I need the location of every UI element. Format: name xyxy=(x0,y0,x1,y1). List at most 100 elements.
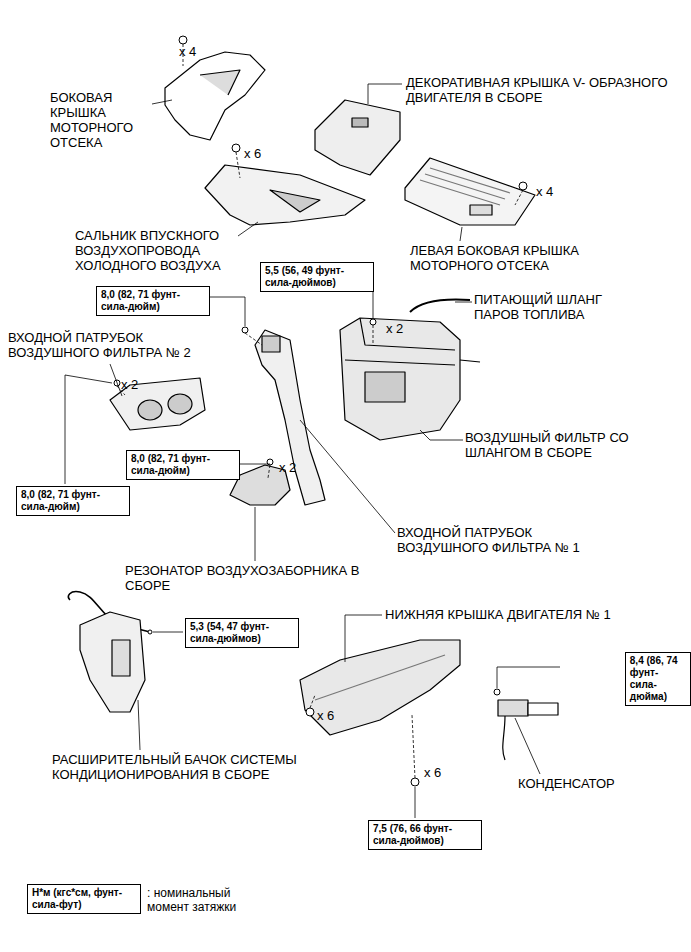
torque-value: 8,0 (82, 71 фунт- сила-дюйм) xyxy=(131,453,235,477)
condenser-part xyxy=(498,700,528,716)
legend-sample-box: Н*м (кгс*см, фунт- сила-фут) xyxy=(27,884,141,914)
parts-illustration xyxy=(68,52,558,760)
part-name: ПИТАЮЩИЙ ШЛАНГ ПАРОВ ТОПЛИВА xyxy=(474,292,634,322)
torque-value: 8,0 (82, 71 фунт- сила-дюйм) xyxy=(21,489,125,513)
part-name: ЛЕВАЯ БОКОВАЯ КРЫШКА МОТОРНОГО ОТСЕКА xyxy=(410,243,610,273)
air-inlet-1-part xyxy=(262,336,280,352)
part-name: КОНДЕНСАТОР xyxy=(518,776,615,791)
leader-lines xyxy=(152,100,172,104)
torque-value: 8,0 (82, 71 фунт- сила-дюйм) xyxy=(101,289,205,313)
part-name: ВХОДНОЙ ПАТРУБОК ВОЗДУШНОГО ФИЛЬТРА № 1 xyxy=(397,525,612,555)
torque-value: 5,3 (54, 47 фунт- сила-дюймов) xyxy=(190,621,294,645)
quantity-mark: x 6 xyxy=(244,146,261,161)
fastener-symbols xyxy=(148,630,152,634)
fastener-symbols xyxy=(242,327,248,333)
quantity-mark: x 6 xyxy=(317,708,334,723)
part-name: РАСШИРИТЕЛЬНЫЙ БАЧОК СИСТЕМЫ КОНДИЦИОНИР… xyxy=(52,752,342,782)
quantity-mark: x 4 xyxy=(536,184,553,199)
leader-lines xyxy=(110,364,122,396)
air-cleaner-part xyxy=(460,360,480,362)
side-cover-part xyxy=(165,52,265,140)
part-name: БОКОВАЯ КРЫШКА МОТОРНОГО ОТСЕКА xyxy=(50,90,140,150)
air-cleaner-part xyxy=(365,372,405,402)
duct-seal-part xyxy=(270,190,320,212)
fastener-axis-lines xyxy=(310,695,315,708)
left-side-cover-part xyxy=(405,158,535,225)
side-cover-part xyxy=(200,70,240,95)
fastener-symbols xyxy=(519,182,527,190)
fastener-axis-lines xyxy=(117,44,523,778)
air-cleaner-part xyxy=(345,318,455,365)
leader-lines xyxy=(460,227,462,241)
v-engine-cover-part xyxy=(315,100,400,175)
air-cleaner-part xyxy=(410,300,470,313)
duct-seal-part xyxy=(205,165,365,225)
condenser-part xyxy=(498,700,558,760)
leader-lines xyxy=(415,787,416,818)
legend-text: : номинальный момент затяжки xyxy=(147,886,272,914)
torque-spec-box: 8,4 (86, 74 фунт- сила-дюйма) xyxy=(625,652,691,706)
fastener-symbols xyxy=(114,36,527,786)
duct-seal-part xyxy=(205,165,365,225)
fastener-symbols xyxy=(411,778,419,786)
part-name: РЕЗОНАТОР ВОЗДУХОЗАБОРНИКА В СБОРЕ xyxy=(125,563,395,593)
leader-lines xyxy=(497,667,560,688)
fastener-symbols xyxy=(306,708,314,716)
lower-engine-cover-part xyxy=(315,655,445,700)
air-inlet-2-part xyxy=(110,378,205,430)
leader-lines xyxy=(138,700,140,750)
torque-value: 5,5 (56, 49 фунт- сила-дюймов) xyxy=(265,265,369,289)
lower-engine-cover-part xyxy=(300,640,460,735)
fastener-symbols xyxy=(179,36,187,44)
air-inlet-2-part xyxy=(110,378,205,430)
torque-spec-box: 8,0 (82, 71 фунт- сила-дюйм) xyxy=(96,286,210,316)
quantity-mark: x 2 xyxy=(121,377,138,392)
torque-spec-box: 5,5 (56, 49 фунт- сила-дюймов) xyxy=(260,262,374,292)
torque-value: Н*м (кгс*см, фунт- сила-фут) xyxy=(32,887,136,911)
v-engine-cover-part xyxy=(315,100,400,175)
fastener-axis-lines xyxy=(268,465,270,478)
fastener-symbols xyxy=(232,144,240,152)
part-name: ВОЗДУШНЫЙ ФИЛЬТР СО ШЛАНГОМ В СБОРЕ xyxy=(465,430,675,460)
part-name: ДЕКОРАТИВНАЯ КРЫШКА V- ОБРАЗНОГО ДВИГАТЕ… xyxy=(406,75,671,105)
fastener-symbols xyxy=(494,689,500,695)
torque-spec-box: 7,5 (76, 66 фунт- сила-дюймов) xyxy=(368,820,482,850)
leader-lines xyxy=(65,375,112,484)
fastener-symbols xyxy=(370,319,376,325)
air-cleaner-part xyxy=(340,300,480,441)
left-side-cover-part xyxy=(405,158,535,225)
leader-lines xyxy=(153,632,183,633)
v-engine-cover-part xyxy=(352,118,368,127)
quantity-mark: x 6 xyxy=(424,765,441,780)
leader-lines xyxy=(238,464,270,465)
torque-spec-box: 5,3 (54, 47 фунт- сила-дюймов) xyxy=(185,618,299,648)
air-cleaner-part xyxy=(340,318,460,440)
air-inlet-2-part xyxy=(138,400,162,420)
quantity-mark: x 2 xyxy=(279,460,296,475)
torque-value: 7,5 (76, 66 фунт- сила-дюймов) xyxy=(373,823,477,847)
part-name: НИЖНЯЯ КРЫШКА ДВИГАТЕЛЯ № 1 xyxy=(385,607,611,622)
leader-lines xyxy=(368,84,402,104)
condenser-part xyxy=(528,703,558,715)
side-cover-part xyxy=(165,52,265,140)
fastener-axis-lines xyxy=(245,333,262,345)
leader-lines xyxy=(255,507,256,561)
expansion-tank-part xyxy=(112,640,130,676)
fastener-axis-lines xyxy=(412,715,415,778)
left-side-cover-part xyxy=(420,168,510,205)
torque-value: 8,4 (86, 74 фунт- сила-дюйма) xyxy=(630,655,686,703)
expansion-tank-part xyxy=(80,612,145,712)
leader-lines xyxy=(300,420,395,533)
left-side-cover-part xyxy=(470,205,492,215)
torque-spec-box: 8,0 (82, 71 фунт- сила-дюйм) xyxy=(16,486,130,516)
leader-lines xyxy=(515,718,540,774)
leader-lines xyxy=(455,302,472,303)
fastener-axis-lines xyxy=(236,152,240,178)
leader-lines xyxy=(420,430,463,440)
quantity-mark: x 2 xyxy=(386,321,403,336)
quantity-mark: x 4 xyxy=(179,44,196,59)
condenser-part xyxy=(503,716,505,760)
air-inlet-2-part xyxy=(168,394,192,414)
